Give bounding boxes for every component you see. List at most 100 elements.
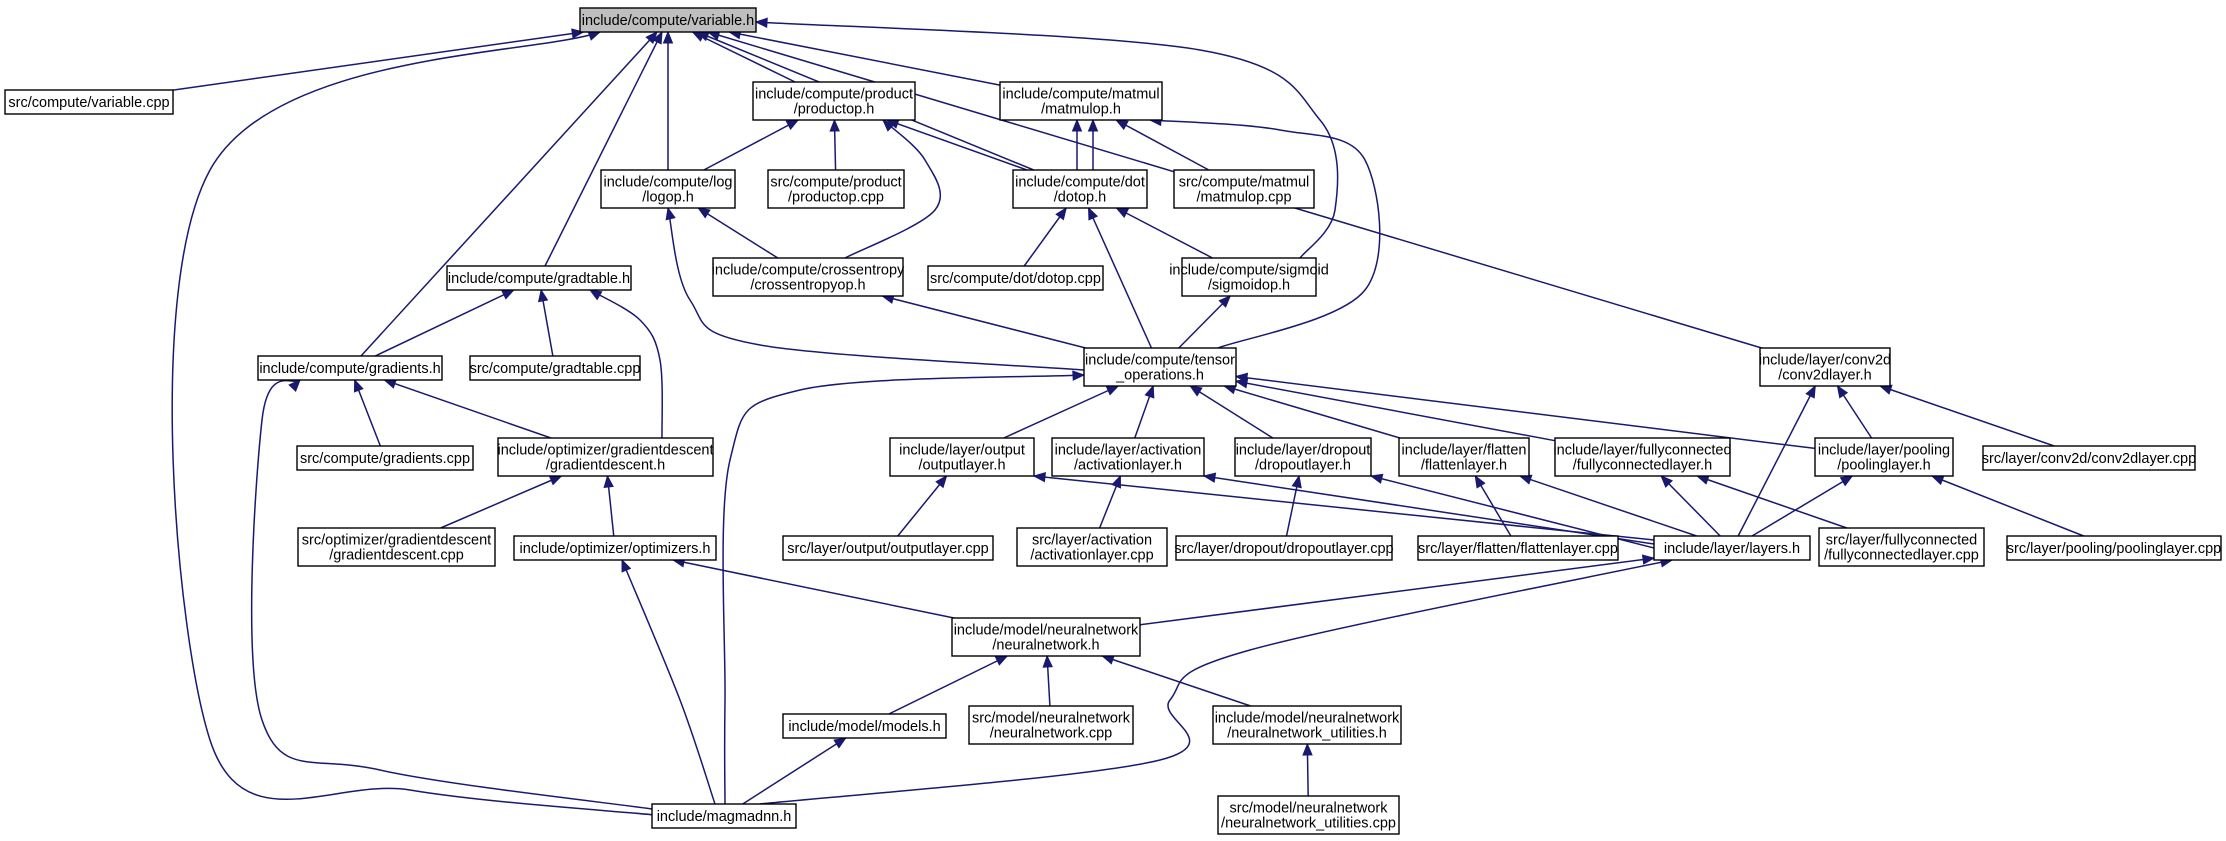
- node-productop-cpp[interactable]: src/compute/product/productop.cpp: [767, 169, 905, 209]
- edge-line: [1474, 475, 1512, 537]
- edge-gradtable_h-to-variable_h: [544, 30, 663, 267]
- node-tensor-operations-h[interactable]: include/compute/tensor_operations.h: [1083, 347, 1237, 387]
- node-neuralnetwork-h[interactable]: include/model/neuralnetwork/neuralnetwor…: [951, 617, 1141, 657]
- node-dotop-cpp[interactable]: src/compute/dot/dotop.cpp: [927, 265, 1104, 291]
- edge-activationlayer_cpp-to-activationlayer_h: [1098, 474, 1122, 529]
- node-box: [1012, 169, 1148, 209]
- edge-line: [1235, 380, 1556, 442]
- node-models-h[interactable]: include/model/models.h: [782, 713, 947, 739]
- node-box: [712, 257, 904, 297]
- node-label: include/layer/dropout: [1236, 443, 1371, 459]
- edge-layers_h-to-outputlayer_h: [1032, 471, 1655, 541]
- node-crossentropyop-h[interactable]: include/compute/crossentropy/crossentrop…: [712, 257, 905, 297]
- edge-crossentropyop_h-to-productop_h: [844, 119, 942, 259]
- node-optimizers-h[interactable]: include/optimizer/optimizers.h: [513, 535, 717, 561]
- node-sigmoidop-h[interactable]: include/compute/sigmoid/sigmoidop.h: [1169, 257, 1329, 297]
- node-label: include/layer/conv2d: [1759, 353, 1891, 369]
- node-label: include/layer/flatten: [1402, 443, 1527, 459]
- node-label: include/compute/gradtable.h: [448, 271, 630, 287]
- node-outputlayer-h[interactable]: include/layer/output/outputlayer.h: [889, 437, 1035, 477]
- node-label: src/compute/gradients.cpp: [300, 451, 470, 467]
- node-gradtable-h[interactable]: include/compute/gradtable.h: [446, 265, 632, 291]
- node-matmulop-h[interactable]: include/compute/matmul/matmulop.h: [999, 81, 1163, 121]
- arrowhead-icon: [645, 31, 658, 45]
- node-dotop-h[interactable]: include/compute/dot/dotop.h: [1012, 169, 1148, 209]
- arrowhead-icon: [1042, 654, 1053, 668]
- arrowhead-icon: [1189, 385, 1203, 397]
- node-flattenlayer-cpp[interactable]: src/layer/flatten/flattenlayer.cpp: [1417, 535, 1619, 561]
- node-neuralnetwork-cpp[interactable]: src/model/neuralnetwork/neuralnetwork.cp…: [968, 705, 1134, 745]
- node-box: [1653, 535, 1811, 561]
- edge-outputlayer_h-to-tensor_operations_h: [1003, 385, 1120, 439]
- node-logop-h[interactable]: include/compute/log/logop.h: [600, 169, 736, 209]
- edge-line: [1519, 475, 1697, 537]
- node-dropoutlayer-cpp[interactable]: src/layer/dropout/dropoutlayer.cpp: [1174, 535, 1394, 561]
- node-variable-h[interactable]: include/compute/variable.h: [579, 7, 757, 33]
- node-box: [4, 89, 174, 115]
- node-conv2dlayer-cpp[interactable]: src/layer/conv2d/conv2dlayer.cpp: [1982, 445, 2196, 471]
- node-label: /fullyconnectedlayer.h: [1573, 458, 1712, 474]
- arrowhead-icon: [353, 378, 364, 393]
- node-gradients-h[interactable]: include/compute/gradients.h: [257, 355, 443, 381]
- node-gradtable-cpp[interactable]: src/compute/gradtable.cpp: [469, 355, 641, 381]
- arrowhead-icon: [935, 474, 948, 489]
- node-poolinglayer-cpp[interactable]: src/layer/pooling/poolinglayer.cpp: [2006, 535, 2222, 561]
- edge-magmadnn_h-to-models_h: [742, 737, 847, 805]
- edge-matmulop_cpp-to-matmulop_h: [1115, 119, 1210, 171]
- node-label: /poolinglayer.h: [1837, 458, 1931, 474]
- edge-line: [1115, 119, 1210, 171]
- node-neuralnetwork-utilities-h[interactable]: include/model/neuralnetwork/neuralnetwor…: [1212, 705, 1402, 745]
- node-productop-h[interactable]: include/compute/product/productop.h: [752, 81, 916, 121]
- node-label: include/compute/dot: [1015, 175, 1145, 191]
- node-label: include/compute/variable.h: [582, 13, 755, 29]
- edge-line: [250, 379, 661, 811]
- node-outputlayer-cpp[interactable]: src/layer/output/outputlayer.cpp: [782, 535, 994, 561]
- node-matmulop-cpp[interactable]: src/compute/matmul/matmulop.cpp: [1173, 169, 1315, 209]
- edge-tensor_operations_h-to-matmulop_h: [1148, 115, 1381, 349]
- edge-models_h-to-neuralnetwork_h: [888, 655, 1009, 715]
- arrowhead-icon: [829, 118, 840, 132]
- node-box: [951, 617, 1141, 657]
- node-fullyconnectedlayer-h[interactable]: include/layer/fullyconnected/fullyconnec…: [1553, 437, 1732, 477]
- node-gradients-cpp[interactable]: src/compute/gradients.cpp: [296, 445, 474, 471]
- node-layers-h[interactable]: include/layer/layers.h: [1653, 535, 1811, 561]
- node-gradientdescent-cpp[interactable]: src/optimizer/gradientdescent/gradientde…: [297, 527, 496, 567]
- arrowhead-icon: [588, 289, 603, 301]
- node-poolinglayer-h[interactable]: include/layer/pooling/poolinglayer.h: [1814, 437, 1954, 477]
- edge-flattenlayer_h-to-tensor_operations_h: [1222, 384, 1401, 439]
- edge-sigmoidop_h-to-variable_h: [754, 17, 1339, 259]
- node-box: [600, 169, 736, 209]
- node-box: [1051, 437, 1205, 477]
- node-box: [767, 169, 905, 209]
- node-label: /neuralnetwork.h: [992, 638, 1099, 654]
- node-box: [579, 7, 757, 33]
- edge-line: [374, 289, 515, 357]
- node-activationlayer-cpp[interactable]: src/layer/activation/activationlayer.cpp: [1016, 527, 1168, 567]
- node-box: [782, 535, 994, 561]
- edge-line: [1696, 475, 1848, 529]
- node-conv2dlayer-h[interactable]: include/layer/conv2d/conv2dlayer.h: [1759, 347, 1891, 387]
- node-label: src/layer/pooling/poolinglayer.cpp: [2007, 541, 2221, 557]
- edge-line: [1235, 375, 1816, 450]
- node-variable-cpp[interactable]: src/compute/variable.cpp: [4, 89, 174, 115]
- node-label: /flattenlayer.h: [1421, 458, 1507, 474]
- node-label: src/model/neuralnetwork: [972, 711, 1131, 727]
- edge-line: [1116, 207, 1213, 259]
- node-gradientdescent-h[interactable]: include/optimizer/gradientdescent/gradie…: [497, 437, 714, 477]
- node-label: /conv2dlayer.h: [1778, 368, 1872, 384]
- node-fullyconnectedlayer-cpp[interactable]: src/layer/fullyconnected/fullyconnectedl…: [1818, 527, 1985, 567]
- edge-tensor_operations_h-to-crossentropyop_h: [881, 293, 1086, 349]
- edge-line: [703, 119, 799, 171]
- node-box: [1083, 347, 1237, 387]
- edge-layers_h-to-conv2dlayer_h: [1737, 384, 1816, 537]
- node-dropoutlayer-h[interactable]: include/layer/dropout/dropoutlayer.h: [1234, 437, 1372, 477]
- arrowhead-icon: [1641, 554, 1656, 565]
- node-label: include/compute/product: [755, 87, 913, 103]
- node-neuralnetwork-utilities-cpp[interactable]: src/model/neuralnetwork/neuralnetwork_ut…: [1217, 795, 1400, 835]
- node-flattenlayer-h[interactable]: include/layer/flatten/flattenlayer.h: [1398, 437, 1530, 477]
- node-magmadnn-h[interactable]: include/magmadnn.h: [651, 803, 797, 829]
- edge-line: [759, 559, 1673, 805]
- node-activationlayer-h[interactable]: include/layer/activation/activationlayer…: [1051, 437, 1205, 477]
- node-box: [1982, 445, 2196, 471]
- edge-tensor_operations_h-to-sigmoidop_h: [1178, 295, 1232, 349]
